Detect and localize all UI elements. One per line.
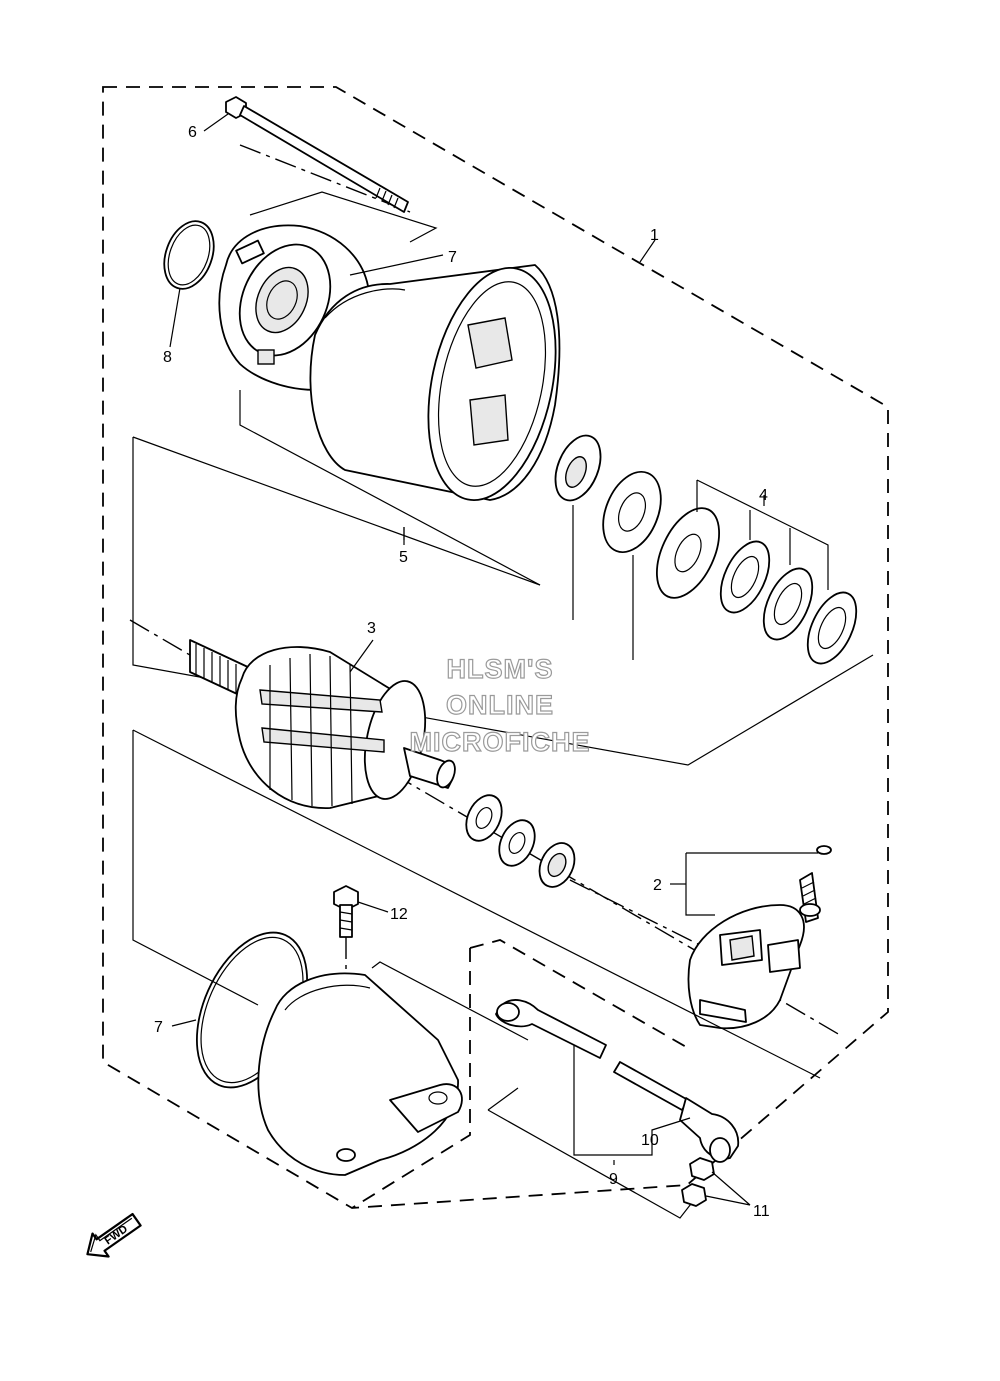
callout-1: 1: [650, 227, 659, 244]
axis-line-brush: [569, 879, 711, 951]
callout-5: 5: [399, 549, 408, 566]
cable-part-10[interactable]: [495, 999, 740, 1163]
leader-1: [639, 239, 656, 263]
leader-11: [705, 1171, 751, 1206]
bracket-part-2: [685, 852, 818, 916]
thrust-washer-set[interactable]: [459, 789, 581, 892]
sub-boundary-top: [469, 939, 689, 1049]
callout-11: 11: [753, 1203, 770, 1220]
watermark-line-1: HLSM'S: [447, 654, 554, 684]
leader-8: [169, 287, 181, 348]
leader-7-top: [349, 254, 444, 276]
callout-7-top: 7: [448, 249, 457, 266]
bracket-rear-cover-top: [132, 729, 821, 1079]
bracket-bolt: [249, 191, 438, 243]
nuts-part-11[interactable]: [681, 1157, 715, 1207]
bracket-rear-cover: [132, 730, 259, 1006]
long-bolt-part-6[interactable]: [225, 96, 409, 213]
leader-6: [203, 113, 229, 132]
callout-12: 12: [390, 906, 408, 923]
watermark-line-2: ONLINE: [446, 690, 554, 720]
washer-bracket: [696, 479, 829, 590]
leader-7-bottom: [171, 1019, 197, 1027]
screw-part-12[interactable]: [333, 885, 359, 938]
bearing-part[interactable]: [547, 429, 610, 507]
watermark-line-3: MICROFICHE: [410, 727, 591, 757]
leader-3: [349, 639, 374, 673]
bearing-guide-lines: [572, 505, 634, 660]
yoke-housing[interactable]: [309, 256, 575, 512]
oil-seal-part[interactable]: [592, 463, 672, 560]
callout-6: 6: [188, 124, 197, 141]
callout-4: 4: [759, 487, 768, 504]
callout-2: 2: [653, 877, 662, 894]
bracket-part-10: [573, 1045, 691, 1156]
washer-set-part-4[interactable]: [644, 499, 866, 671]
armature-part-3[interactable]: [189, 639, 458, 809]
front-cover[interactable]: [218, 224, 369, 391]
callout-3: 3: [367, 620, 376, 637]
watermark: HLSM'S ONLINE MICROFICHE: [409, 653, 591, 757]
callout-10: 10: [641, 1132, 659, 1149]
sub-boundary-left: [351, 948, 471, 1209]
callout-8: 8: [163, 349, 172, 366]
bracket-front-cover: [239, 390, 541, 586]
fwd-arrow-icon: FWD: [86, 1212, 142, 1258]
callout-9: 9: [609, 1171, 618, 1188]
rear-cover[interactable]: [257, 972, 463, 1176]
callout-7-bottom: 7: [154, 1019, 163, 1036]
bracket-part-9: [487, 1087, 695, 1219]
brush-holder-part-2[interactable]: [687, 845, 832, 1030]
leader-12: [357, 901, 389, 913]
bracket-rear-edge: [371, 961, 529, 1041]
